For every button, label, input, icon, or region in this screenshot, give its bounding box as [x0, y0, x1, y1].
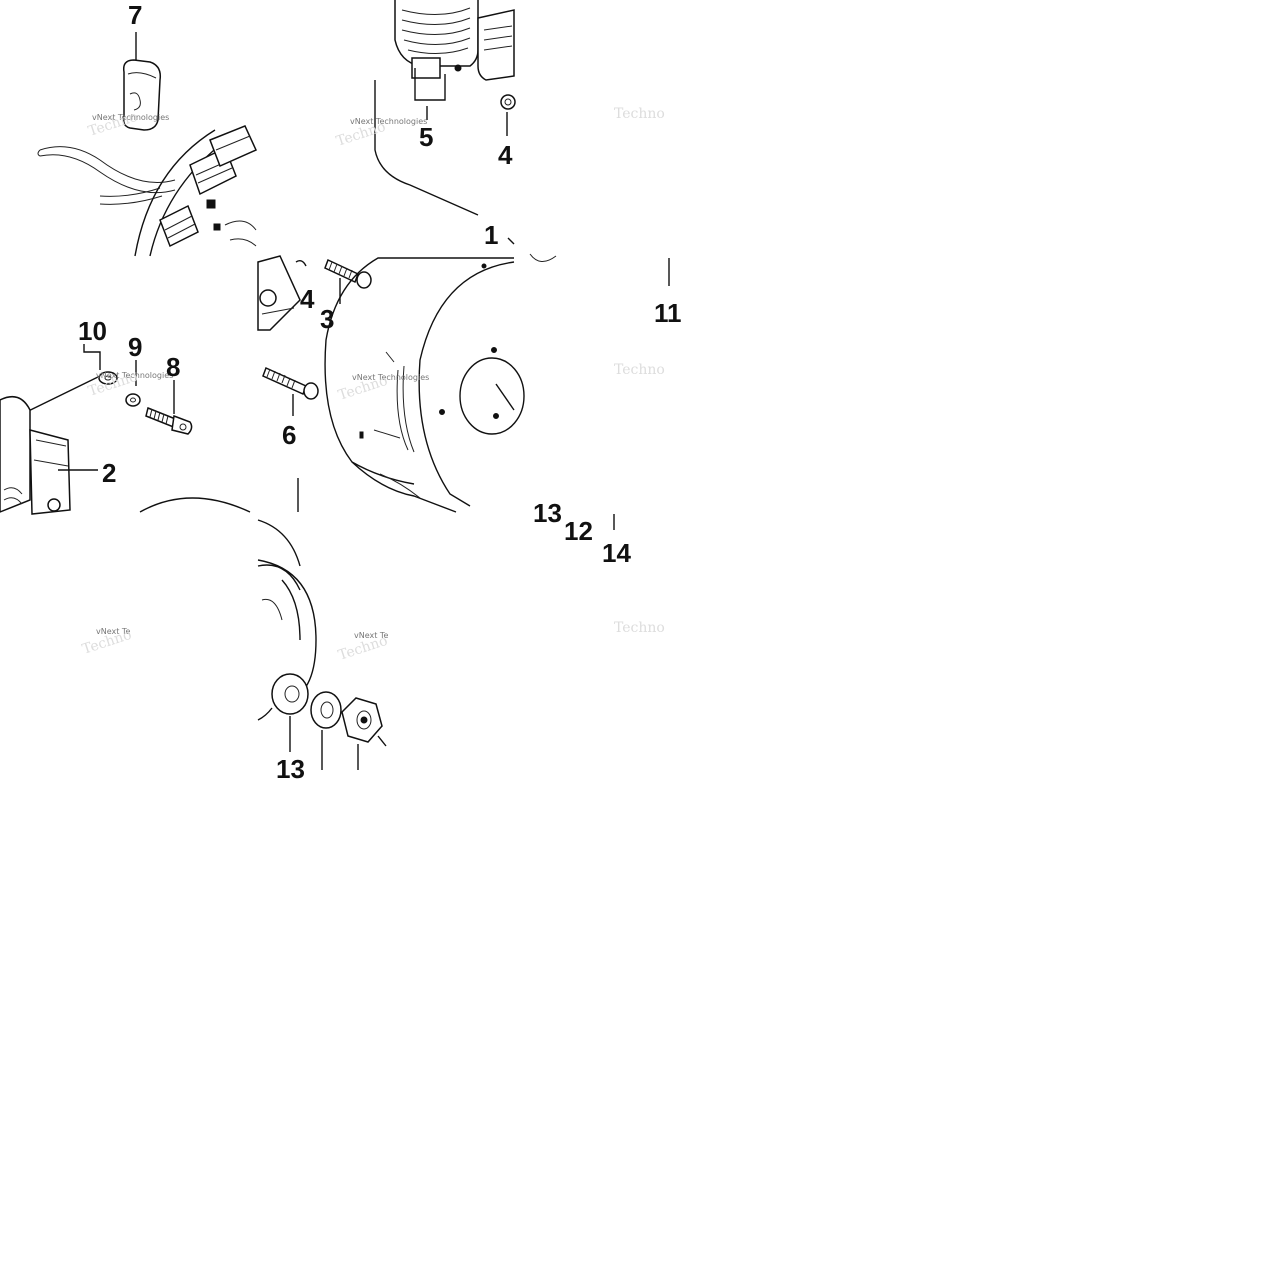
- callout-4: 4: [300, 284, 315, 314]
- tile-top-left: vNext Technologies Techno: [37, 32, 257, 257]
- svg-text:Techno: Techno: [614, 620, 665, 636]
- svg-text:vNext Technologies: vNext Technologies: [92, 113, 169, 122]
- nut-part: [500, 94, 516, 110]
- ignition-coil-part: [0, 395, 71, 515]
- svg-text:vNext Technologies: vNext Technologies: [352, 373, 429, 382]
- screw-part: [262, 366, 319, 400]
- callout-labels: 7 5 4 1 4 3 11 10 9 8 6 2 13 12 14 13: [78, 0, 682, 784]
- hex-nut-part: [341, 697, 387, 747]
- watermark: vNext Technologies Techno: [336, 373, 429, 404]
- callout-6: 6: [282, 420, 296, 450]
- svg-text:vNext Te: vNext Te: [354, 631, 388, 640]
- callout-10: 10: [78, 316, 107, 346]
- tile-middle-left: vNext Technologies Techno: [0, 344, 251, 515]
- tile-top-middle: vNext Technologies Techno: [334, 0, 557, 262]
- callout-9: 9: [128, 332, 142, 362]
- tile-right: Techno Techno Techno: [613, 106, 670, 636]
- svg-text:vNext Technologies: vNext Technologies: [350, 117, 427, 126]
- callout-4: 4: [498, 140, 513, 170]
- svg-text:vNext Technologies: vNext Technologies: [96, 371, 173, 380]
- callout-7: 7: [128, 0, 142, 30]
- watermark: vNext Technologies Techno: [334, 117, 427, 150]
- stator-plate-part: [134, 125, 257, 257]
- spark-plug-cap-part: [122, 59, 162, 131]
- lock-washer-part: [310, 691, 342, 729]
- tile-center: vNext Technologies Techno: [257, 255, 525, 513]
- flat-washer-part: [271, 673, 309, 715]
- watermark: Techno Techno Techno: [614, 106, 665, 636]
- callout-1: 1: [484, 220, 498, 250]
- screw-part: [324, 258, 372, 289]
- svg-text:Techno: Techno: [614, 362, 665, 378]
- callout-13: 13: [533, 498, 562, 528]
- callout-11: 11: [654, 298, 682, 328]
- callout-12: 12: [564, 516, 593, 546]
- svg-text:Techno: Techno: [614, 106, 665, 122]
- callout-5: 5: [419, 122, 433, 152]
- tile-bottom-left: vNext Te Techno: [80, 627, 133, 658]
- lock-washer-part: [125, 393, 141, 407]
- callout-3: 3: [320, 304, 334, 334]
- callout-8: 8: [166, 352, 180, 382]
- flywheel-part: [324, 257, 525, 513]
- washer-part: [98, 371, 118, 385]
- coil-part: [394, 0, 515, 101]
- watermark: vNext Te Techno: [336, 631, 389, 664]
- cap-screw-part: [145, 406, 193, 435]
- callout-2: 2: [102, 458, 116, 488]
- callout-14: 14: [602, 538, 631, 568]
- tile-bottom-middle: vNext Te Techno: [257, 478, 390, 770]
- svg-text:vNext Te: vNext Te: [96, 627, 130, 636]
- callout-13: 13: [276, 754, 305, 784]
